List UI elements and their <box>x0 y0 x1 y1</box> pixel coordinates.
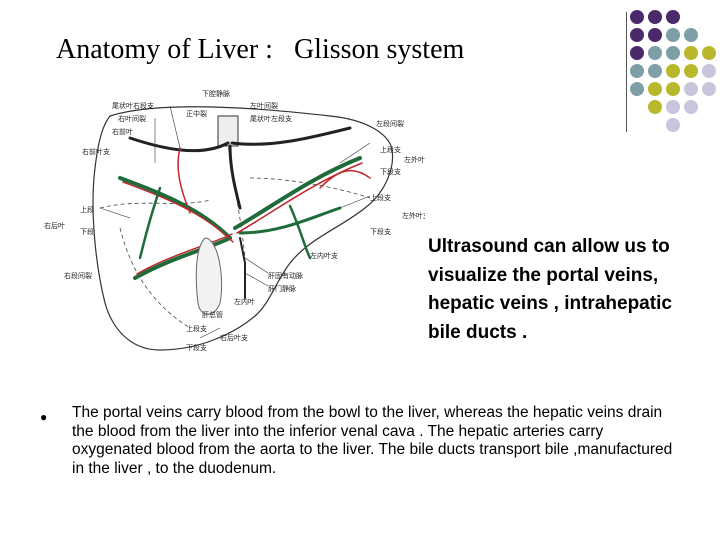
figure-label: 肝固有动脉 <box>268 271 303 280</box>
portal-vein-branch <box>138 186 162 260</box>
decor-dot <box>648 28 662 42</box>
hepatic-vein-branch <box>228 144 242 210</box>
figure-label: 下段支 <box>186 343 207 352</box>
decor-dot <box>684 46 698 60</box>
figure-label: 正中裂 <box>186 109 207 118</box>
decor-dot <box>702 64 716 78</box>
decor-dot <box>648 10 662 24</box>
figure-label: 左内叶支 <box>310 251 338 260</box>
ultrasound-note: Ultrasound can allow us to visualize the… <box>428 236 672 343</box>
segment-line <box>99 199 211 209</box>
decor-dot <box>684 100 698 114</box>
decor-dot <box>666 64 680 78</box>
bullet-icon: ● <box>40 410 48 424</box>
figure-label: 左内叶 <box>234 297 255 306</box>
hepatic-artery-branch <box>236 162 363 234</box>
figure-label: 右前叶 <box>112 127 133 136</box>
figure-label: 下段支 <box>380 167 401 176</box>
figure-label: 左外叶支 <box>402 211 425 220</box>
decor-dot <box>666 46 680 60</box>
figure-label: 上段支 <box>380 145 401 154</box>
figure-label: 尾状叶左段支 <box>250 114 292 123</box>
decor-dot <box>630 82 644 96</box>
figure-label: 右后叶支 <box>220 333 248 342</box>
decor-dot <box>666 82 680 96</box>
decor-dot <box>648 64 662 78</box>
figure-label: 左段间裂 <box>376 119 404 128</box>
decor-dot <box>684 64 698 78</box>
decor-dot <box>648 82 662 96</box>
decor-dot <box>666 28 680 42</box>
inferior-vena-cava <box>217 115 239 147</box>
decor-dot <box>684 28 698 42</box>
liver-diagram-svg: 尾状叶右段支 右叶间裂 右前叶 右前叶支 下腔静脉 正中裂 左叶间裂 尾状叶左段… <box>44 89 430 352</box>
figure-label: 左外叶 <box>404 155 425 164</box>
decor-dot <box>702 82 716 96</box>
figure-label: 左叶间裂 <box>250 101 278 110</box>
common-hepatic-duct <box>239 237 246 299</box>
segment-line <box>119 227 191 329</box>
figure-label: 下段 <box>80 227 94 236</box>
portal-vein-branch <box>118 176 232 240</box>
figure-label: 肝总管 <box>202 310 223 319</box>
portal-vein-branch <box>133 236 232 280</box>
figure-label: 上段支 <box>186 324 207 333</box>
bullet-paragraph: The portal veins carry blood from the bo… <box>72 404 673 477</box>
decor-dot <box>684 82 698 96</box>
figure-label: 下腔静脉 <box>202 89 230 98</box>
portal-vein-branch <box>238 206 342 235</box>
figure-label: 尾状叶右段支 <box>112 101 154 110</box>
hepatic-artery-branch <box>136 233 233 275</box>
figure-label: 右段间裂 <box>64 271 92 280</box>
decor-dot <box>630 28 644 42</box>
decor-dot <box>648 100 662 114</box>
portal-vein-branch <box>233 156 362 230</box>
figure-label: 右前叶支 <box>82 147 110 156</box>
hepatic-artery-branch <box>177 147 191 214</box>
decor-dot <box>702 46 716 60</box>
hepatic-vein-branch <box>230 126 352 146</box>
decor-dot <box>630 10 644 24</box>
decor-dot <box>648 46 662 60</box>
decor-dot <box>666 118 680 132</box>
hepatic-artery-branch <box>319 169 371 189</box>
vessel-tree <box>118 126 371 299</box>
decor-dot <box>666 10 680 24</box>
figure-label: 上段 <box>80 205 94 214</box>
slide-title: Anatomy of Liver : Glisson system <box>56 34 465 65</box>
decor-dot <box>630 46 644 60</box>
figure-label: 右叶间裂 <box>118 114 146 123</box>
leader-lines <box>99 105 371 339</box>
figure-label: 肝门静脉 <box>268 284 296 293</box>
liver-outline <box>92 106 394 351</box>
decor-dot <box>666 100 680 114</box>
figure-label: 下段支 <box>370 227 391 236</box>
segment-line <box>249 177 371 199</box>
gallbladder <box>195 237 223 315</box>
hepatic-artery-branch <box>122 181 234 243</box>
figure-label: 上段支 <box>370 193 391 202</box>
decorative-divider <box>626 12 627 132</box>
portal-vein-branch <box>288 204 312 260</box>
decor-dot <box>630 64 644 78</box>
liver-anatomy-diagram: 尾状叶右段支 右叶间裂 右前叶 右前叶支 下腔静脉 正中裂 左叶间裂 尾状叶左段… <box>40 88 430 358</box>
figure-label: 右后叶 <box>44 221 65 230</box>
